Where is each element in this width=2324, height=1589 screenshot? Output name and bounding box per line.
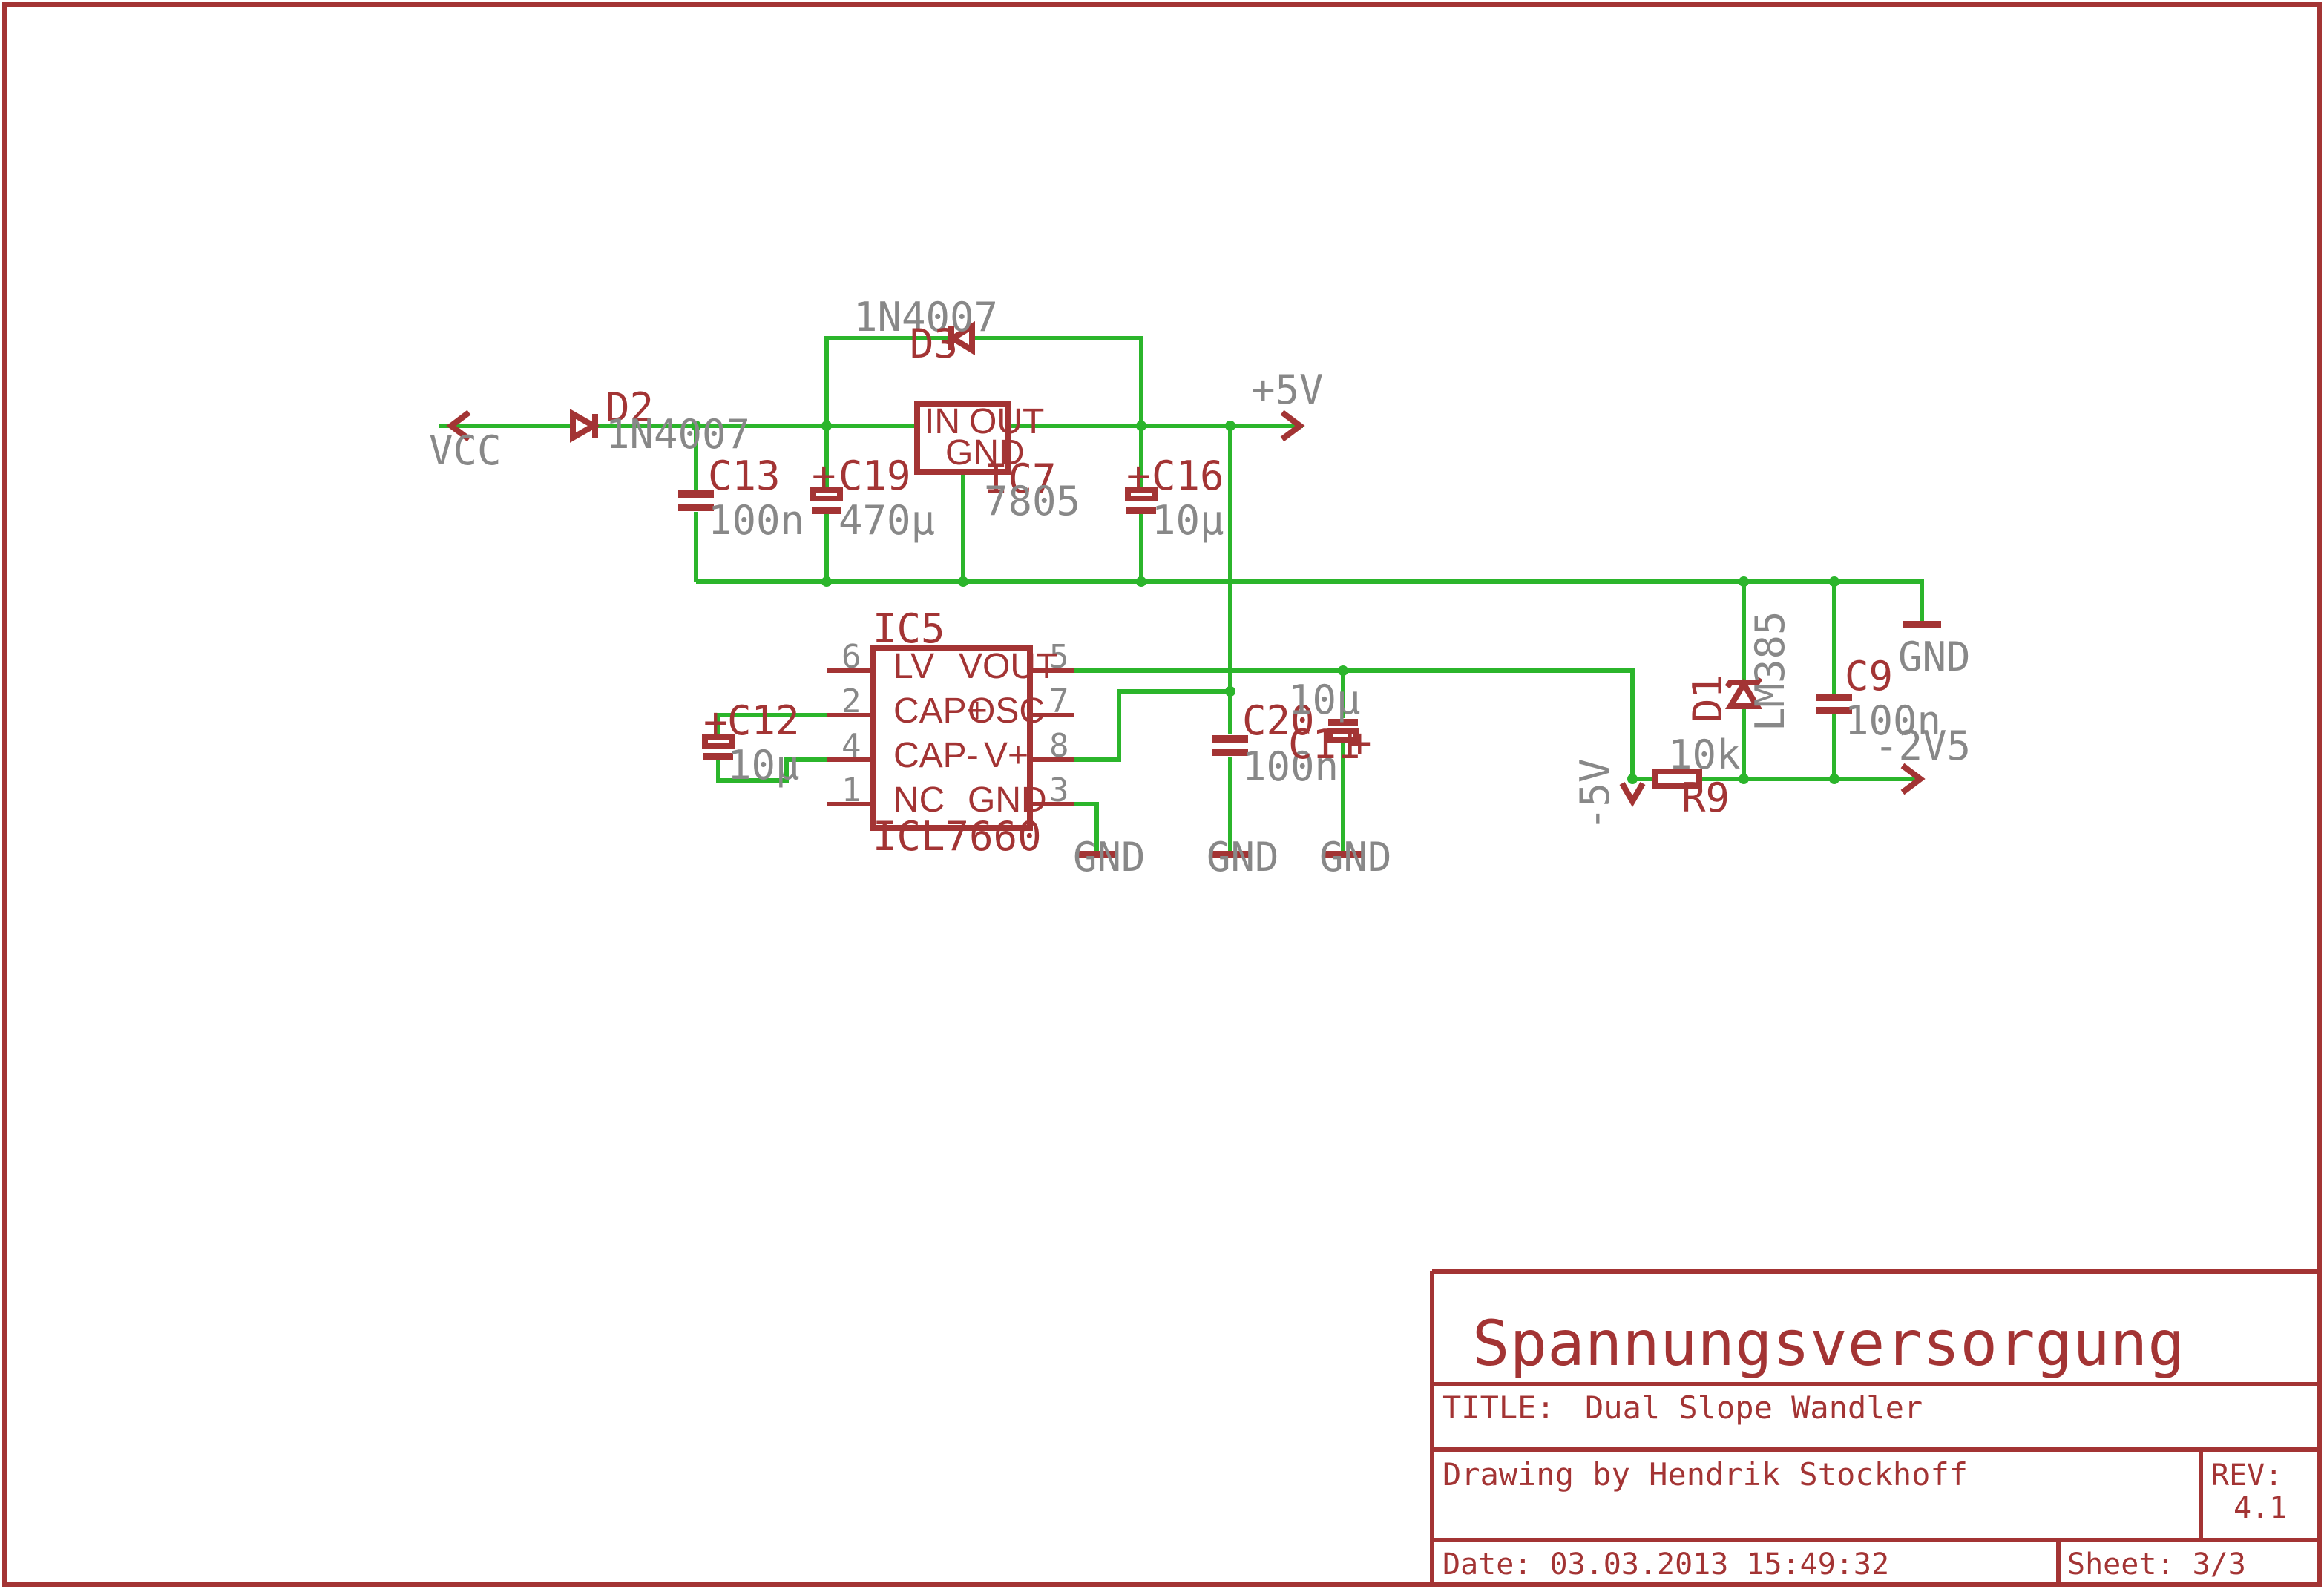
gnd-label: GND (1073, 834, 1146, 881)
ic-ic5: 6 2 4 1 5 7 8 3 LV CAP+ CAP- NC VOUT OSC… (827, 605, 1074, 860)
capacitor-c16: + C16 10µ (1125, 453, 1224, 544)
ic5-pinnum-right-1: 5 (1049, 638, 1069, 676)
gnd-label: GND (1207, 834, 1279, 881)
c16-plus-mark: + (1126, 453, 1151, 499)
ic7-value: 7805 (984, 478, 1080, 524)
c20-value: 100n (1242, 743, 1339, 790)
ic5-pinnum-right-4: 3 (1049, 772, 1069, 809)
c12-name: C12 (727, 697, 800, 744)
ic5-pin-cap-plus: CAP+ (893, 691, 988, 731)
wires (439, 336, 1924, 853)
junctions (691, 421, 1839, 784)
ic5-pin-vplus: V+ (984, 736, 1028, 775)
minus5v-label: -5V (1572, 758, 1618, 831)
c12-value: 10µ (727, 742, 800, 789)
date: Date: 03.03.2013 15:49:32 (1442, 1547, 1889, 1582)
ic5-pinnum-left-4: 1 (841, 772, 861, 809)
ic5-pinnum-left-1: 6 (841, 638, 861, 676)
ic5-pin-lv: LV (893, 647, 934, 686)
diode-d3: 1N4007 D3 (853, 294, 998, 367)
d1-name: D1 (1684, 674, 1731, 723)
rev-value: 4.1 (2233, 1491, 2287, 1525)
c19-plus-mark: + (812, 453, 836, 499)
gnd-label: GND (1319, 834, 1392, 881)
gnd-symbol-c11: GND (1319, 834, 1392, 881)
resistor-r9: 10k R9 (1652, 731, 1741, 821)
c9-value: 100n (1845, 697, 1941, 744)
capacitor-c19: + C19 470µ (810, 453, 935, 544)
vcc-label: VCC (429, 427, 502, 474)
c11-name: C11 (1288, 721, 1361, 768)
capacitor-c11: + 10µ C11 (1288, 677, 1372, 768)
c16-name: C16 (1152, 453, 1224, 499)
ic5-pin-cap-minus: CAP- (893, 736, 979, 775)
sheet-number: Sheet: 3/3 (2067, 1547, 2246, 1582)
gnd-symbol-main: GND (1898, 621, 1971, 680)
d2-name: D2 (605, 384, 654, 431)
ic5-pin-osc: OSC (968, 691, 1045, 731)
rev-label: REV: (2211, 1458, 2282, 1493)
c13-value: 100n (708, 497, 804, 544)
d1-value: LM385 (1747, 611, 1793, 731)
d3-name: D3 (910, 320, 958, 367)
c20-name: C20 (1242, 697, 1315, 744)
title-block: Spannungsversorgung TITLE: Dual Slope Wa… (1430, 1269, 2320, 1585)
d3-value: 1N4007 (853, 294, 998, 340)
capacitor-c20: C20 100n (1212, 697, 1339, 790)
ic5-pinnum-right-3: 8 (1049, 727, 1069, 765)
ic5-pinnum-left-3: 4 (841, 727, 861, 765)
diode-d2: D2 1N4007 (570, 384, 750, 458)
r9-value: 10k (1668, 731, 1741, 778)
ic5-pin-vout: VOUT (959, 647, 1057, 686)
regulator-ic7: IN OUT GND IC7 7805 (914, 401, 1080, 524)
r9-name: R9 (1681, 774, 1730, 821)
capacitor-c12: + C12 10µ (702, 697, 800, 789)
ic7-name: IC7 (984, 455, 1057, 502)
gnd-symbol-ic5: GND (1073, 834, 1146, 881)
minus2v5-label: -2V5 (1874, 723, 1971, 769)
plus5v-label: +5V (1251, 366, 1324, 413)
title-value: Dual Slope Wandler (1585, 1389, 1923, 1426)
c19-name: C19 (838, 453, 911, 499)
capacitor-c9: C9 100n (1816, 653, 1941, 744)
ic5-name: IC5 (873, 605, 945, 652)
c13-name: C13 (708, 453, 781, 499)
vcc-supply: VCC (429, 409, 502, 474)
gnd-symbol-c20: GND (1207, 834, 1279, 881)
plus5v-supply: +5V (1251, 366, 1324, 442)
minus2v5-supply: -2V5 (1874, 723, 1971, 795)
drawn-by: Drawing by Hendrik Stockhoff (1442, 1456, 1968, 1493)
d2-value: 1N4007 (605, 411, 750, 458)
c12-plus-mark: + (703, 699, 728, 746)
capacitor-c13: C13 100n (678, 453, 804, 544)
c19-value: 470µ (838, 497, 935, 544)
ic5-pinnum-right-2: 7 (1049, 682, 1069, 720)
gnd-label: GND (1898, 634, 1971, 680)
c11-value: 10µ (1288, 677, 1361, 723)
ic7-pin-out: OUT (969, 402, 1044, 441)
minus5v-supply: -5V (1572, 758, 1646, 831)
c16-value: 10µ (1152, 497, 1224, 544)
ic7-pin-gnd: GND (945, 433, 1025, 473)
title-label: TITLE: (1442, 1389, 1555, 1426)
ic5-pin-nc: NC (893, 780, 945, 820)
ic5-pin-gnd: GND (968, 780, 1047, 820)
c9-name: C9 (1845, 653, 1893, 700)
sheet-title: Spannungsversorgung (1472, 1307, 2185, 1380)
c11-plus-mark: + (1348, 720, 1372, 766)
ic5-value: ICL7660 (873, 813, 1042, 860)
zener-d1: D1 LM385 (1684, 611, 1793, 731)
ic5-pinnum-left-2: 2 (841, 682, 861, 720)
ic7-pin-in: IN (925, 402, 960, 441)
